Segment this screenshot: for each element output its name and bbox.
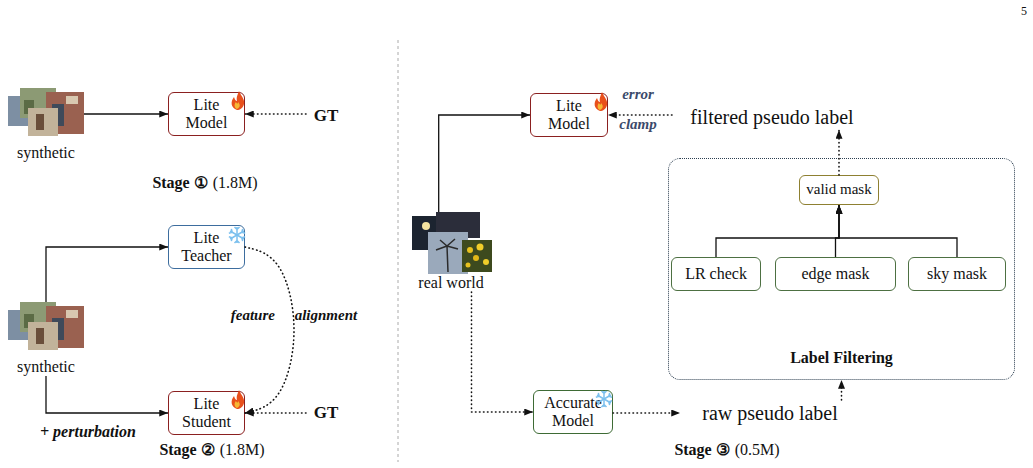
frozen-icon — [596, 391, 612, 407]
flower — [477, 244, 484, 251]
flower — [467, 247, 473, 253]
model-box: edge mask — [775, 257, 896, 291]
page-number: 5 — [1021, 5, 1027, 18]
node-text: synthetic — [17, 144, 75, 162]
image-stack: synthetic — [8, 302, 84, 376]
text-node: GT — [306, 400, 346, 426]
stage-label: Stage ② — [159, 441, 214, 459]
dotted-arrow — [245, 247, 294, 413]
synthetic-images — [8, 88, 84, 136]
dotted-arrow — [245, 113, 306, 115]
image-stack: synthetic — [8, 88, 84, 162]
node-text: real world — [418, 274, 483, 292]
node-text: sky mask — [927, 265, 987, 283]
node-text: valid mask — [806, 181, 871, 198]
edge-label: error clamp — [615, 79, 661, 139]
label-group: + perturbation — [40, 423, 170, 441]
node-text: edge mask — [802, 265, 870, 283]
model-box: sky mask — [908, 257, 1006, 291]
dotted-arrow — [838, 130, 840, 175]
model-box: Accurate Model — [533, 390, 613, 434]
node-text: GT — [314, 106, 339, 126]
node-text: Accurate Model — [544, 394, 602, 431]
filter-group: Label Filtering valid mask LR check edge ma… — [668, 158, 1015, 380]
model-box: valid mask — [799, 175, 879, 205]
stage-label: Stage ③ — [674, 441, 729, 459]
model-box: Lite Student — [168, 391, 245, 435]
stage-label: (1.8M) — [220, 441, 265, 459]
real-image — [428, 232, 468, 274]
model-box: Lite Model — [168, 92, 245, 136]
trainable-icon — [595, 92, 608, 111]
frozen-icon — [229, 227, 245, 243]
dotted-arrow — [608, 114, 672, 116]
dotted-arrow — [613, 412, 680, 414]
stage-divider — [398, 40, 399, 462]
node-text: LR check — [685, 265, 747, 283]
node-text: Lite Student — [181, 395, 232, 432]
synthetic-images — [8, 302, 84, 350]
node-text: Lite Model — [543, 97, 595, 134]
edge-label: feature alignment — [209, 307, 379, 324]
real-image — [412, 216, 442, 250]
image-stack: real world — [410, 212, 492, 292]
node-text: Lite Teacher — [181, 229, 232, 266]
label-group: Stage ③ (0.5M) — [632, 441, 822, 459]
solid-arrow — [46, 376, 168, 413]
solid-arrow — [439, 115, 530, 212]
stage-label: (1.8M) — [213, 174, 258, 192]
dotted-arrow — [841, 380, 843, 400]
node-text: Label Filtering — [669, 349, 1014, 367]
node-text: GT — [314, 403, 339, 423]
node-text: Lite Model — [181, 96, 232, 133]
real-image — [462, 240, 492, 272]
annotation: + perturbation — [40, 423, 136, 441]
text-node: filtered pseudo label — [672, 104, 872, 130]
label-group: Stage ① (1.8M) — [110, 174, 300, 192]
solid-arrow — [836, 205, 840, 257]
trainable-icon — [232, 91, 245, 110]
flower — [466, 263, 471, 268]
trainable-icon — [232, 390, 245, 409]
stage-label: (0.5M) — [735, 441, 780, 459]
stage-label: Stage ① — [152, 174, 207, 192]
model-box: Lite Teacher — [168, 225, 245, 269]
text-node: GT — [306, 103, 346, 129]
real-image — [436, 212, 480, 238]
solid-arrow — [84, 113, 168, 114]
text-node: raw pseudo label — [680, 400, 860, 426]
solid-arrow — [46, 247, 168, 302]
node-text: synthetic — [17, 358, 75, 376]
flower — [473, 255, 479, 261]
solid-arrow — [716, 205, 839, 257]
label-group: Stage ② (1.8M) — [117, 441, 307, 459]
label-group: 5 — [1005, 5, 1027, 18]
node-text: raw pseudo label — [702, 402, 838, 425]
solid-arrow — [839, 205, 957, 257]
node-text: filtered pseudo label — [690, 106, 853, 129]
palm-tree — [436, 239, 458, 272]
flower — [483, 259, 489, 265]
model-box: LR check — [671, 257, 761, 291]
dotted-arrow — [245, 412, 306, 414]
lamp-glow — [422, 222, 430, 230]
dotted-arrow — [472, 292, 534, 412]
model-box: Lite Model — [530, 93, 608, 137]
